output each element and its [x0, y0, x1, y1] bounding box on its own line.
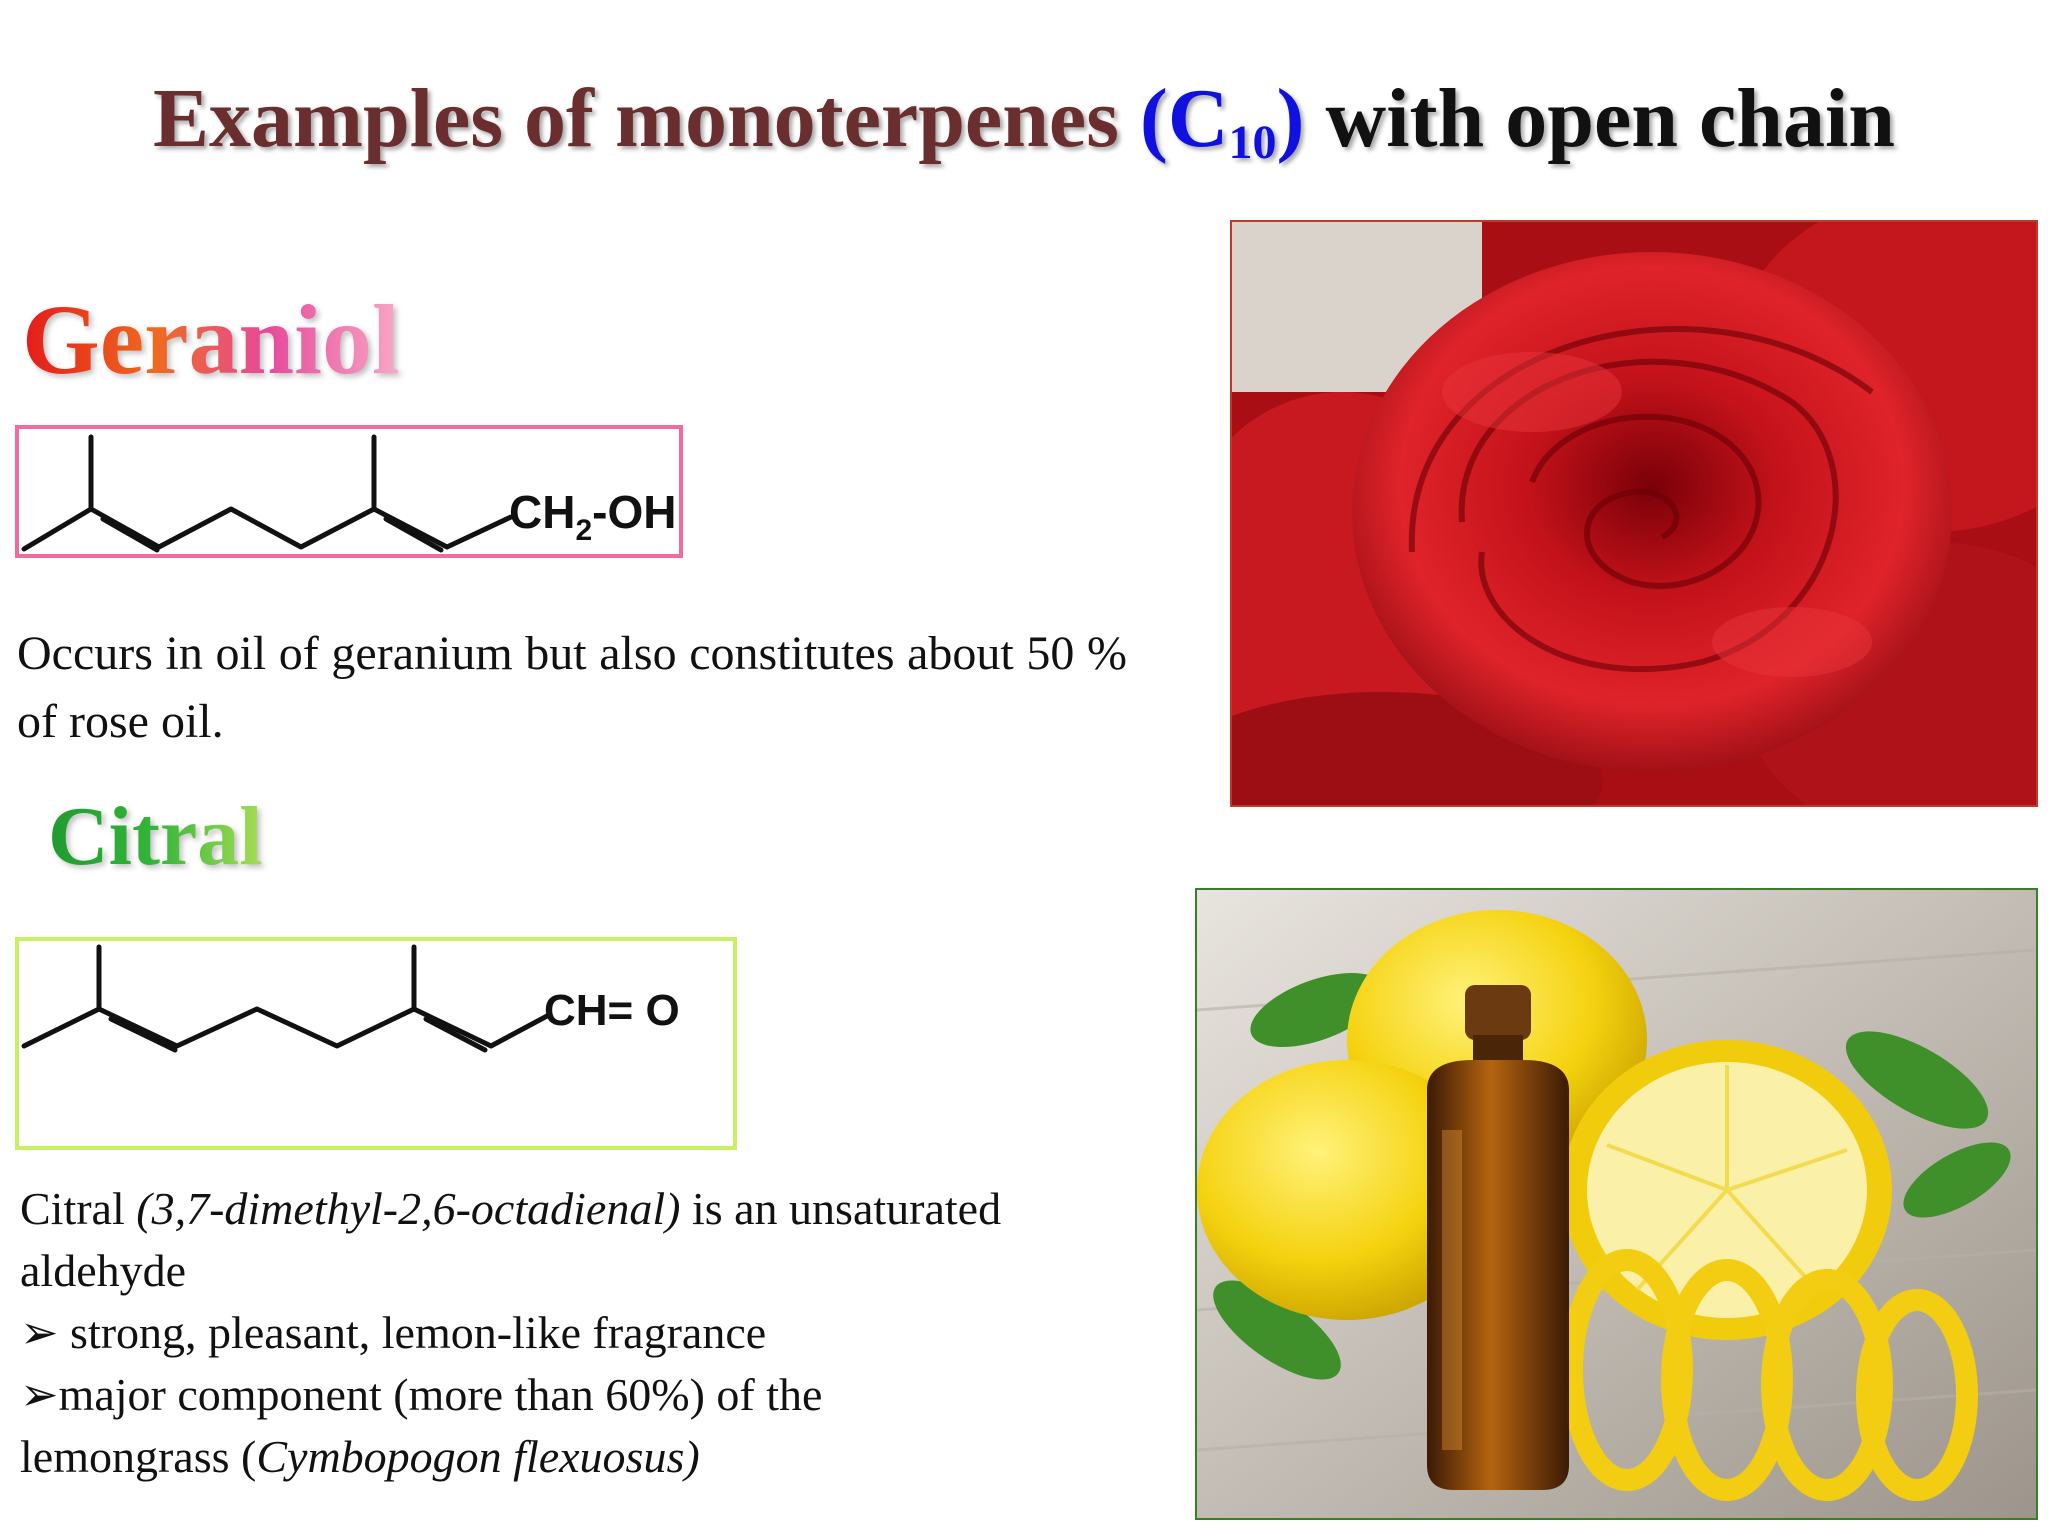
rose-image — [1232, 222, 2036, 805]
bullet-arrow-icon: ➢ — [20, 1307, 59, 1358]
citral-heading: Citral — [48, 790, 263, 883]
rose-photo — [1230, 220, 2038, 807]
title-formula-c: (C — [1139, 72, 1229, 165]
geraniol-formula-sub: 2 — [575, 514, 592, 547]
citral-bullet-1-text: strong, pleasant, lemon-like fragrance — [70, 1307, 767, 1358]
citral-bullet-2-text: major component (more than 60%) of the — [58, 1369, 823, 1420]
citral-desc-name: Citral — [20, 1183, 125, 1234]
citral-species-name: Cymbopogon flexuosus) — [256, 1431, 700, 1482]
geraniol-structure: CH2-OH — [15, 425, 683, 558]
lemon-oil-photo — [1195, 888, 2038, 1520]
svg-text:CH2-OH: CH2-OH — [509, 486, 676, 547]
bullet-arrow-icon: ➢ — [20, 1369, 59, 1420]
title-part2: with open chain — [1325, 72, 1895, 165]
geraniol-structure-diagram: CH2-OH — [21, 434, 676, 553]
citral-bullet-2-line2: lemongrass (Cymbopogon flexuosus) — [20, 1426, 1140, 1488]
citral-desc-line1: Citral (3,7-dimethyl-2,6-octadienal) is … — [20, 1178, 1140, 1302]
geraniol-formula-oh: -OH — [592, 486, 676, 538]
citral-desc-iupac: (3,7-dimethyl-2,6-octadienal) — [136, 1183, 681, 1234]
title-formula-close: ) — [1276, 72, 1305, 165]
slide-title: Examples of monoterpenes (C10) with open… — [0, 70, 2048, 170]
citral-formula-group: CH= O — [544, 986, 680, 1035]
citral-description: Citral (3,7-dimethyl-2,6-octadienal) is … — [20, 1178, 1140, 1488]
citral-structure-diagram: CH= O — [21, 944, 680, 1053]
citral-structure: CH= O — [15, 937, 737, 1150]
geraniol-formula-ch: CH — [509, 486, 575, 538]
citral-bullet-2: ➢major component (more than 60%) of the — [20, 1364, 1140, 1426]
title-formula-subscript: 10 — [1228, 116, 1277, 169]
geraniol-heading: Geraniol — [22, 284, 400, 395]
lemon-oil-image — [1197, 890, 2036, 1518]
citral-bullet-1: ➢ strong, pleasant, lemon-like fragrance — [20, 1302, 1140, 1364]
citral-desc-rest: is an unsaturated aldehyde — [20, 1183, 1002, 1296]
geraniol-description: Occurs in oil of geranium but also const… — [17, 627, 1127, 748]
citral-bullet-2-line2-prefix: lemongrass ( — [20, 1431, 257, 1482]
title-formula: (C10) — [1139, 72, 1305, 169]
title-part1: Examples of monoterpenes — [152, 72, 1119, 165]
